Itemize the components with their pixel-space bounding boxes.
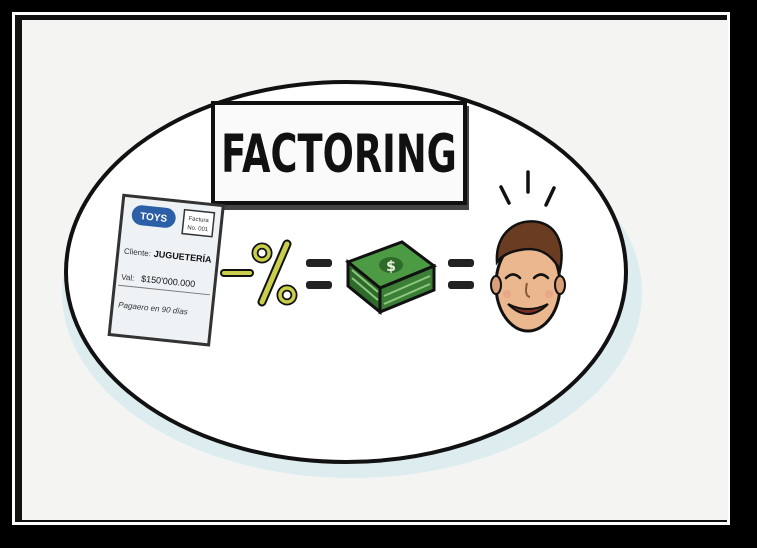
invoice-corner-box xyxy=(182,210,214,237)
invoice-amount-label: Val: xyxy=(121,272,135,282)
invoice-card: TOYS Factura No. 001 Cliente: JUGUETERÍA… xyxy=(109,195,223,345)
svg-text:$: $ xyxy=(386,259,396,275)
title-box: FACTORING xyxy=(213,103,469,210)
title-text: FACTORING xyxy=(221,123,457,185)
